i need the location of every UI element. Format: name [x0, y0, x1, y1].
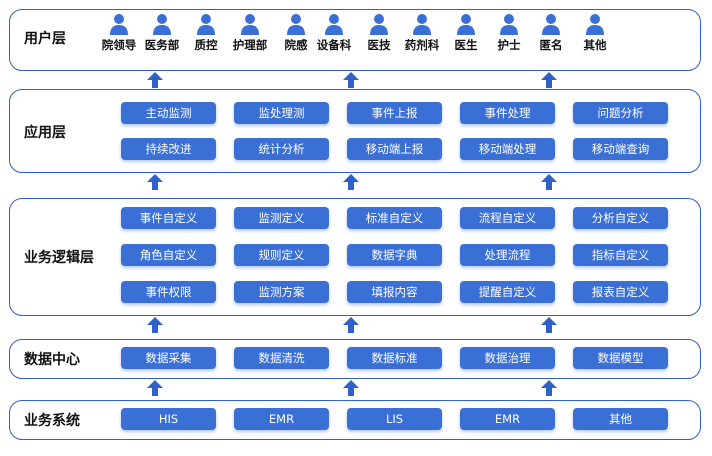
user-role: 院领导: [93, 13, 145, 53]
user-role-label: 医技: [367, 38, 391, 52]
application-layer-title: 应用层: [24, 125, 66, 141]
business-logic-layer-title: 业务逻辑层: [24, 250, 94, 266]
business-systems-layer: 业务系统 HIS EMR LIS EMR 其他: [9, 400, 701, 440]
user-role: 其他: [569, 13, 621, 53]
up-arrow-icon: [342, 379, 360, 397]
user-role-label: 设备科: [316, 38, 352, 52]
person-icon: [457, 14, 475, 35]
user-role-label: 院感: [284, 38, 308, 52]
user-role: 匿名: [525, 13, 577, 53]
person-icon: [500, 14, 518, 35]
user-role: 医技: [353, 13, 405, 53]
user-role-label: 医生: [454, 38, 478, 52]
person-icon: [542, 14, 560, 35]
application-module[interactable]: 移动端查询: [573, 138, 668, 160]
business-logic-module[interactable]: 数据字典: [347, 244, 442, 266]
data-center-layer: 数据中心 数据采集数据清洗数据标准数据治理数据模型: [9, 339, 701, 379]
up-arrow-icon: [540, 379, 558, 397]
business-logic-module[interactable]: 监测方案: [234, 281, 329, 303]
data-center-module[interactable]: 数据模型: [573, 347, 668, 369]
business-logic-module[interactable]: 监测定义: [234, 207, 329, 229]
data-center-module[interactable]: 数据采集: [121, 347, 216, 369]
business-logic-module[interactable]: 报表自定义: [573, 281, 668, 303]
data-center-module[interactable]: 数据标准: [347, 347, 442, 369]
business-systems-title: 业务系统: [24, 413, 80, 429]
user-role: 质控: [180, 13, 232, 53]
data-center-module[interactable]: 数据清洗: [234, 347, 329, 369]
user-role: 护士: [483, 13, 535, 53]
user-role-label: 质控: [194, 38, 218, 52]
business-logic-module[interactable]: 角色自定义: [121, 244, 216, 266]
up-arrow-icon: [342, 71, 360, 89]
data-center-module[interactable]: 数据治理: [460, 347, 555, 369]
user-role-label: 匿名: [539, 38, 563, 52]
business-logic-module[interactable]: 流程自定义: [460, 207, 555, 229]
business-logic-module[interactable]: 指标自定义: [573, 244, 668, 266]
user-layer-title: 用户层: [24, 31, 66, 47]
business-logic-layer: 业务逻辑层 事件自定义监测定义标准自定义流程自定义分析自定义角色自定义规则定义数…: [9, 198, 701, 316]
up-arrow-icon: [146, 379, 164, 397]
up-arrow-icon: [540, 316, 558, 334]
user-role-label: 其他: [583, 38, 607, 52]
user-role-label: 护士: [497, 38, 521, 52]
application-module[interactable]: 事件上报: [347, 102, 442, 124]
application-module[interactable]: 持续改进: [121, 138, 216, 160]
person-icon: [153, 14, 171, 35]
application-module[interactable]: 主动监测: [121, 102, 216, 124]
business-logic-module[interactable]: 规则定义: [234, 244, 329, 266]
person-icon: [287, 14, 305, 35]
business-system[interactable]: 其他: [573, 408, 668, 430]
application-module[interactable]: 事件处理: [460, 102, 555, 124]
business-logic-module[interactable]: 事件自定义: [121, 207, 216, 229]
business-logic-module[interactable]: 提醒自定义: [460, 281, 555, 303]
business-logic-module[interactable]: 分析自定义: [573, 207, 668, 229]
application-layer: 应用层 主动监测监处理测事件上报事件处理问题分析持续改进统计分析移动端上报移动端…: [9, 89, 701, 173]
person-icon: [370, 14, 388, 35]
user-role: 医生: [440, 13, 492, 53]
application-module[interactable]: 监处理测: [234, 102, 329, 124]
person-icon: [325, 14, 343, 35]
user-role-label: 院领导: [101, 38, 137, 52]
person-icon: [413, 14, 431, 35]
business-logic-module[interactable]: 标准自定义: [347, 207, 442, 229]
up-arrow-icon: [146, 71, 164, 89]
user-role: 药剂科: [396, 13, 448, 53]
business-system[interactable]: LIS: [347, 408, 442, 430]
up-arrow-icon: [342, 173, 360, 191]
up-arrow-icon: [540, 71, 558, 89]
person-icon: [110, 14, 128, 35]
user-role-label: 医务部: [144, 38, 180, 52]
data-center-title: 数据中心: [24, 352, 80, 368]
user-layer: 用户层 院领导医务部质控护理部 院感设备科 医技药剂科医生 护士 匿名 其他: [9, 9, 701, 71]
user-role: 院感: [270, 13, 322, 53]
application-module[interactable]: 移动端处理: [460, 138, 555, 160]
person-icon: [586, 14, 604, 35]
user-role: 护理部: [224, 13, 276, 53]
business-logic-module[interactable]: 事件权限: [121, 281, 216, 303]
user-role-label: 药剂科: [404, 38, 440, 52]
up-arrow-icon: [342, 316, 360, 334]
business-system[interactable]: EMR: [460, 408, 555, 430]
application-module[interactable]: 问题分析: [573, 102, 668, 124]
application-module[interactable]: 移动端上报: [347, 138, 442, 160]
up-arrow-icon: [146, 316, 164, 334]
person-icon: [241, 14, 259, 35]
user-role: 医务部: [136, 13, 188, 53]
person-icon: [197, 14, 215, 35]
business-logic-module[interactable]: 填报内容: [347, 281, 442, 303]
user-role: 设备科: [308, 13, 360, 53]
up-arrow-icon: [540, 173, 558, 191]
business-logic-module[interactable]: 处理流程: [460, 244, 555, 266]
up-arrow-icon: [146, 173, 164, 191]
business-system[interactable]: EMR: [234, 408, 329, 430]
application-module[interactable]: 统计分析: [234, 138, 329, 160]
user-role-label: 护理部: [232, 38, 268, 52]
business-system[interactable]: HIS: [121, 408, 216, 430]
